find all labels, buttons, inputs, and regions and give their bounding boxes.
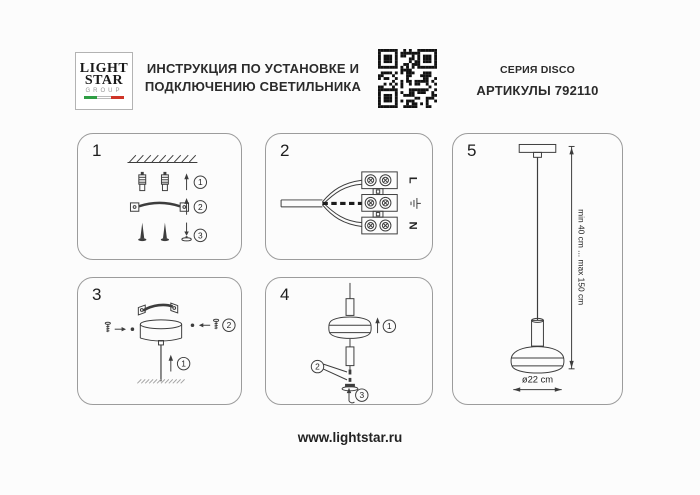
title-line-1: ИНСТРУКЦИЯ ПО УСТАНОВКЕ И bbox=[146, 61, 360, 76]
arrow-down-on-cap-icon bbox=[181, 222, 192, 242]
step-number: 4 bbox=[280, 285, 290, 304]
callout-3: 3 bbox=[198, 230, 203, 240]
step-3-diagram: 2 1 bbox=[104, 302, 236, 384]
callout-circle bbox=[355, 388, 369, 402]
height-dimension bbox=[568, 145, 575, 370]
arrow-up-icon bbox=[184, 197, 189, 215]
step-number: 5 bbox=[467, 141, 477, 160]
wall-dowel-icon bbox=[160, 171, 169, 192]
terminal-link-hole bbox=[375, 189, 381, 194]
ground-hatch-icon bbox=[137, 379, 185, 384]
neutral-wire-label: N bbox=[407, 221, 419, 229]
step-2-panel: 2 bbox=[265, 133, 433, 260]
step-number: 1 bbox=[92, 141, 102, 160]
lower-stem-parts-icon bbox=[341, 339, 359, 392]
callout-pointer bbox=[323, 363, 348, 373]
callout-pointer bbox=[323, 368, 348, 381]
series-label: СЕРИЯ DISCO bbox=[499, 64, 576, 76]
wall-dowel-icon bbox=[138, 171, 147, 192]
callout-2: 2 bbox=[227, 320, 232, 330]
screw-icon bbox=[138, 222, 147, 242]
italian-flag-stripe bbox=[84, 96, 124, 99]
step-3-panel: 3 bbox=[77, 277, 242, 405]
callout-circle bbox=[310, 359, 325, 374]
terminal-block-icon bbox=[361, 216, 398, 235]
diameter-dimension bbox=[513, 387, 562, 392]
pendant-lamp-icon bbox=[510, 143, 565, 374]
logo-group: GROUP bbox=[85, 88, 123, 94]
step-number: 3 bbox=[92, 285, 102, 304]
mounting-bracket-icon bbox=[129, 201, 190, 212]
arrow-up-icon bbox=[375, 317, 380, 334]
product-info: СЕРИЯ DISCO АРТИКУЛЫ 792110 bbox=[450, 64, 625, 98]
step-4-panel: 4 1 bbox=[265, 277, 433, 405]
arrow-up-icon bbox=[346, 387, 355, 404]
lightstar-logo: LIGHT STAR GROUP bbox=[75, 52, 133, 110]
ceiling-hatch-icon bbox=[127, 154, 198, 164]
earth-symbol-icon bbox=[410, 197, 421, 209]
height-dimension-label: min 40 cm ... max 150 cm bbox=[577, 209, 587, 305]
live-wire-label: L bbox=[407, 177, 419, 184]
callout-1: 1 bbox=[181, 359, 186, 369]
terminal-block-icon bbox=[361, 171, 398, 190]
qr-code bbox=[378, 49, 437, 108]
callout-3: 3 bbox=[359, 390, 364, 400]
callout-circle bbox=[193, 200, 208, 214]
diameter-label: ø22 cm bbox=[522, 375, 553, 385]
side-screw-left-icon bbox=[104, 321, 135, 333]
callout-circle bbox=[176, 356, 191, 371]
arrow-up-icon bbox=[168, 354, 174, 372]
lamp-disc-icon bbox=[328, 316, 372, 339]
arrow-up-icon bbox=[184, 173, 189, 191]
page-title: ИНСТРУКЦИЯ ПО УСТАНОВКЕ И ПОДКЛЮЧЕНИЮ СВ… bbox=[140, 60, 366, 95]
article-number: АРТИКУЛЫ 792110 bbox=[476, 83, 599, 98]
callout-1: 1 bbox=[387, 321, 392, 331]
title-line-2: ПОДКЛЮЧЕНИЮ СВЕТИЛЬНИКА bbox=[144, 78, 362, 94]
terminal-block-icon bbox=[361, 194, 398, 212]
callout-1: 1 bbox=[198, 177, 203, 187]
website-url: www.lightstar.ru bbox=[297, 430, 403, 445]
step-1-panel: 1 bbox=[77, 133, 242, 260]
screw-icon bbox=[160, 222, 170, 242]
mounting-bracket-icon bbox=[137, 302, 179, 316]
logo-star: STAR bbox=[84, 72, 124, 88]
step-5-panel: 5 min 40 cm ... max 150 cm bbox=[452, 133, 623, 405]
callout-2: 2 bbox=[198, 202, 203, 212]
power-cable-icon bbox=[280, 179, 362, 228]
step-number: 2 bbox=[280, 141, 290, 160]
step-4-diagram: 1 2 3 bbox=[310, 282, 397, 404]
canopy-icon bbox=[139, 319, 183, 382]
qr-code-image bbox=[378, 49, 437, 108]
suspension-rod-icon bbox=[345, 282, 355, 316]
callout-circle bbox=[382, 319, 397, 333]
terminal-link-hole bbox=[375, 212, 381, 217]
callout-circle bbox=[222, 318, 236, 332]
callout-circle bbox=[193, 175, 208, 189]
logo-light: LIGHT bbox=[79, 61, 129, 76]
step-1-diagram: 1 2 bbox=[127, 154, 208, 243]
step-5-diagram: min 40 cm ... max 150 cm ø22 cm bbox=[510, 143, 587, 392]
step-2-diagram: L N bbox=[280, 171, 421, 235]
callout-2: 2 bbox=[315, 362, 320, 372]
callout-circle bbox=[193, 228, 208, 243]
side-screw-right-icon bbox=[190, 318, 220, 330]
